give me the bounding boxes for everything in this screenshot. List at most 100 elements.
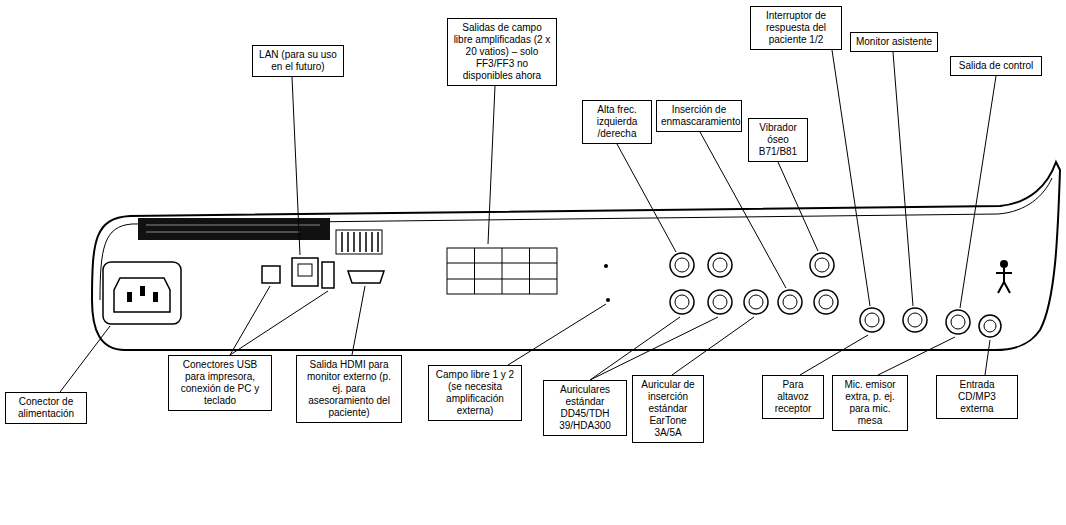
callout-text: LAN (para su uso en el futuro) xyxy=(257,49,339,73)
callout-box: Campo libre 1 y 2 (se necesita amplifica… xyxy=(428,365,522,421)
leader-line xyxy=(590,317,680,380)
leader-line xyxy=(292,77,300,255)
callout-box: Inserción de enmascaramiento xyxy=(656,100,742,132)
jack xyxy=(708,290,732,314)
field-jack xyxy=(604,264,608,268)
callout-box: Para altavoz receptor xyxy=(762,375,824,419)
callout-box: Entrada CD/MP3 externa xyxy=(936,375,1018,419)
leader-line xyxy=(960,76,996,308)
callout-box: Interruptor de respuesta del paciente 1/… xyxy=(750,6,842,50)
person-body xyxy=(996,268,1012,293)
jack-inner xyxy=(815,258,829,272)
jack xyxy=(810,253,834,277)
label-line xyxy=(146,232,300,233)
leader-line xyxy=(508,304,606,365)
callout-text: Vibrador óseo B71/B81 xyxy=(753,122,803,158)
leader-line xyxy=(230,291,328,355)
leader-line xyxy=(230,286,270,355)
callout-box: Alta frec. izquierda /derecha xyxy=(582,100,652,144)
terminal-pins xyxy=(342,232,378,252)
usb-b-port xyxy=(262,266,280,283)
jack xyxy=(670,290,694,314)
jack-inner xyxy=(749,295,763,309)
jack-inner xyxy=(713,258,727,272)
leader-line xyxy=(832,50,870,306)
jack-inner xyxy=(819,295,833,309)
terminal-block xyxy=(447,248,557,294)
jack xyxy=(946,310,970,334)
callout-text: Conectores USB para impresora, conexión … xyxy=(173,359,267,407)
callout-box: Salidas de campo libre amplificadas (2 x… xyxy=(447,18,557,86)
terminal-strip xyxy=(336,230,382,254)
leader-line xyxy=(778,162,818,251)
jack xyxy=(708,253,732,277)
lan-port xyxy=(292,258,318,286)
callout-box: Vibrador óseo B71/B81 xyxy=(748,118,808,162)
power-pin xyxy=(140,286,145,296)
jack xyxy=(903,308,927,332)
power-socket-frame xyxy=(103,262,181,324)
leader-line xyxy=(878,337,955,375)
callout-box: Auriculares estándar DD45/TDH 39/HDA300 xyxy=(543,380,627,436)
callout-box: Conectores USB para impresora, conexión … xyxy=(168,355,272,411)
field-jack xyxy=(606,298,610,302)
callout-box: Conector de alimentación xyxy=(5,392,87,424)
jack-inner xyxy=(865,313,879,327)
power-socket xyxy=(114,278,170,312)
usb-a-port xyxy=(322,262,334,288)
power-pin xyxy=(127,292,132,302)
callout-text: Salidas de campo libre amplificadas (2 x… xyxy=(452,22,552,82)
callout-text: Auriculares estándar DD45/TDH 39/HDA300 xyxy=(548,384,622,432)
power-connector xyxy=(103,262,181,324)
jack xyxy=(979,315,1001,337)
rear-panel xyxy=(92,162,1060,350)
jack xyxy=(814,290,838,314)
jack-inner xyxy=(713,295,727,309)
jack xyxy=(744,290,768,314)
terminal-grid xyxy=(447,248,557,294)
leader-line xyxy=(488,86,495,244)
callout-box: LAN (para su uso en el futuro) xyxy=(252,45,344,77)
leader-line xyxy=(893,52,913,306)
panel-outline xyxy=(92,162,1060,350)
callout-text: Conector de alimentación xyxy=(10,396,82,420)
person-icon xyxy=(996,261,1012,293)
leader-line xyxy=(352,286,365,355)
callout-text: Salida de control xyxy=(955,60,1037,72)
callout-text: Entrada CD/MP3 externa xyxy=(941,379,1013,415)
jack xyxy=(670,253,694,277)
callout-text: Monitor asistente xyxy=(855,36,933,48)
terminal-frame xyxy=(336,230,382,254)
power-pin xyxy=(153,292,158,302)
leader-line xyxy=(985,340,990,375)
label-line xyxy=(146,225,320,226)
leader-line xyxy=(800,335,868,375)
jack xyxy=(860,308,884,332)
callout-text: Auricular de inserción estándar EarTone … xyxy=(637,379,699,439)
leader-line xyxy=(672,317,754,375)
callout-text: Mic. emisor extra, p. ej. para mic. mesa xyxy=(837,379,903,427)
audio-jacks xyxy=(670,253,1001,337)
jack-inner xyxy=(908,313,922,327)
callout-box: Mic. emisor extra, p. ej. para mic. mesa xyxy=(832,375,908,431)
jack-inner xyxy=(951,315,965,329)
speaker-terminals xyxy=(447,248,610,302)
callout-text: Salida HDMI para monitor externo (p. ej.… xyxy=(301,359,397,419)
callout-text: Alta frec. izquierda /derecha xyxy=(587,104,647,140)
panel-lip xyxy=(100,178,1052,300)
label-strip xyxy=(138,218,330,240)
callout-box: Monitor asistente xyxy=(850,32,938,52)
jack-inner xyxy=(675,258,689,272)
person-head xyxy=(1001,261,1007,267)
callout-box: Salida de control xyxy=(950,56,1042,76)
callout-box: Auricular de inserción estándar EarTone … xyxy=(632,375,704,443)
leader-line xyxy=(60,326,110,392)
dark-label xyxy=(138,218,330,240)
callout-text: Inserción de enmascaramiento xyxy=(661,104,737,128)
callout-text: Interruptor de respuesta del paciente 1/… xyxy=(755,10,837,46)
lan-port-inner xyxy=(298,264,312,276)
hdmi-port xyxy=(348,271,384,283)
data-ports xyxy=(262,258,384,288)
callout-box: Salida HDMI para monitor externo (p. ej.… xyxy=(296,355,402,423)
